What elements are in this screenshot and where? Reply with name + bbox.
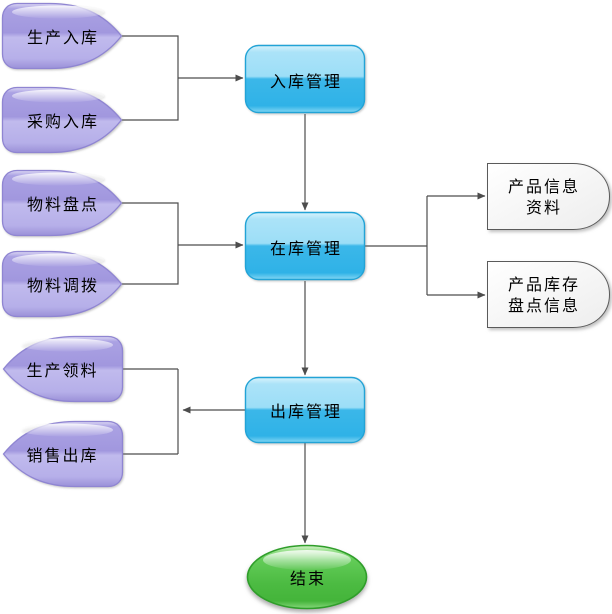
node-product-info-shape xyxy=(487,163,610,230)
node-instock-mgmt-shape xyxy=(244,211,366,281)
node-inbound-mgmt-shape xyxy=(244,44,366,114)
node-material-count-shape xyxy=(1,169,123,237)
connector-materials-to-instock xyxy=(122,202,244,285)
node-production-pick-shape xyxy=(2,335,124,403)
node-outbound-mgmt-shape xyxy=(244,376,366,444)
connector-instock-to-documents xyxy=(365,192,486,299)
node-product-stock-shape xyxy=(487,261,610,328)
node-material-transfer-shape xyxy=(1,250,123,318)
node-production-in-shape xyxy=(1,2,123,70)
connector-outbound-to-outputs xyxy=(123,368,245,455)
node-sales-out-shape xyxy=(2,420,124,488)
node-purchase-in-shape xyxy=(1,86,123,154)
connector-inputs-to-inbound xyxy=(122,35,244,121)
node-end-shape xyxy=(246,544,368,610)
